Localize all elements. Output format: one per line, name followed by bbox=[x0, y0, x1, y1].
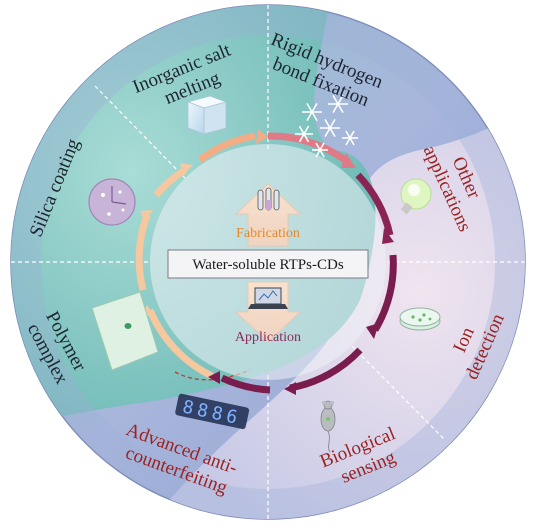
fabrication-label: Fabrication bbox=[236, 226, 300, 241]
fabrication-arrows bbox=[135, 132, 256, 380]
application-arrowheads bbox=[208, 153, 394, 395]
application-label: Application bbox=[235, 330, 301, 345]
petri-dish-icon bbox=[399, 307, 441, 331]
center-title: Water-soluble RTPs-CDs bbox=[192, 257, 343, 273]
center-title-box bbox=[167, 249, 369, 279]
sector-dividers bbox=[11, 5, 525, 519]
mouse-icon bbox=[320, 400, 336, 453]
light-bulb-icon bbox=[400, 178, 432, 215]
silica-sphere-icon bbox=[88, 178, 136, 226]
application-zone bbox=[150, 100, 525, 519]
test-tubes-icon bbox=[257, 187, 280, 211]
center-arrow-shape bbox=[234, 183, 302, 343]
polymer-film-icon bbox=[91, 291, 159, 371]
ice-cube-icon bbox=[186, 95, 228, 135]
snowflakes-icon bbox=[295, 94, 358, 158]
laptop-icon bbox=[248, 287, 288, 309]
